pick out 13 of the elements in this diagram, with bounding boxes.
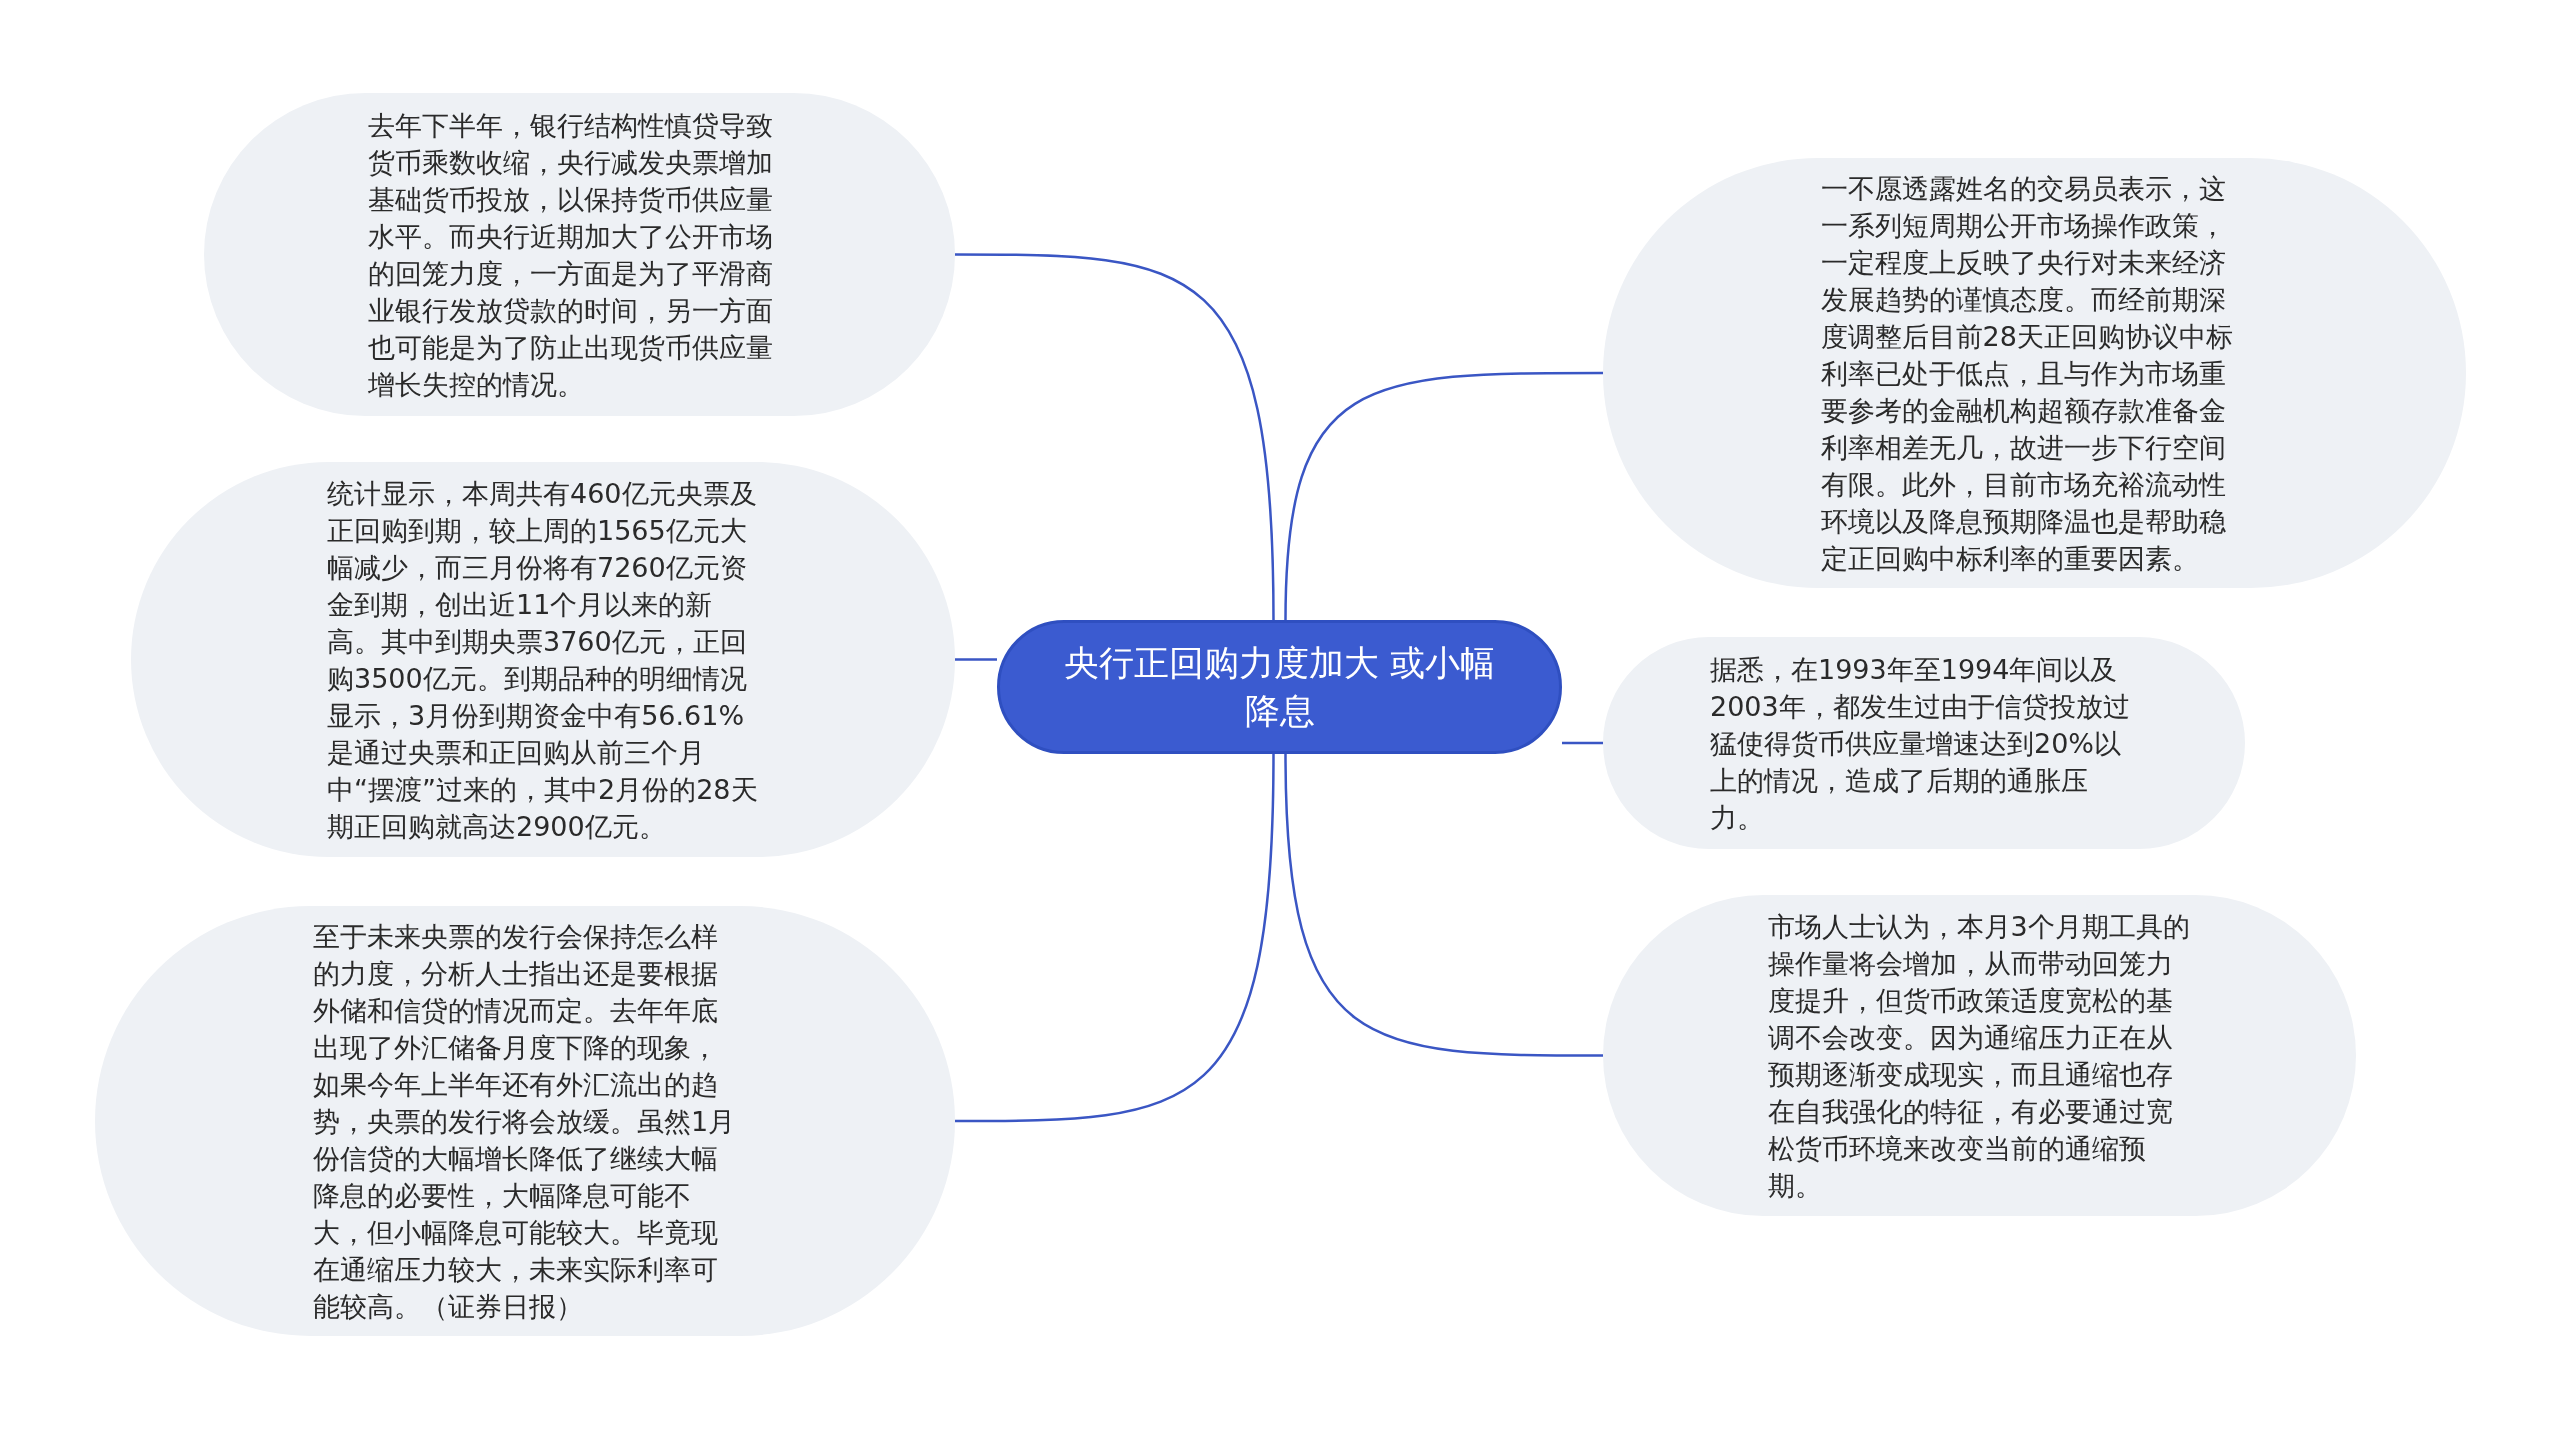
connector-line bbox=[1284, 371, 1603, 621]
topic-text: 一不愿透露姓名的交易员表示，这一系列短周期公开市场操作政策，一定程度上反映了央行对未来经济发展趋势的谨慎态度。而经前期深度调整后目前28天正回购协议中标利率已处于低点，且与作为市场重要参考的金融机构超额存款准备金利率相差无几，故进一步下行空间有限。此外，目前市场充裕流动性环境以及降息预期降温也是帮助稳定正回购中标利率的重要因素。 bbox=[1820, 171, 2234, 576]
topic-text: 去年下半年，银行结构性慎贷导致货币乘数收缩，央行减发央票增加基础货币投放，以保持货币供应量水平。而央行近期加大了公开市场的回笼力度，一方面是为了平滑商业银行发放贷款的时间，另一方面也可能是为了防止出现货币供应量增长失控的情况。 bbox=[367, 108, 774, 402]
connector-line bbox=[955, 253, 1275, 621]
topic-text: 市场人士认为，本月3个月期工具的操作量将会增加，从而带动回笼力度提升，但货币政策适度宽松的基调不会改变。因为通缩压力正在从预期逐渐变成现实，而且通缩也存在自我强化的特征，有必要通过宽松货币环境来改变当前的通缩预期。 bbox=[1767, 909, 2191, 1203]
connector-line bbox=[1284, 753, 1603, 1057]
topic-text: 据悉，在1993年至1994年间以及2003年，都发生过由于信贷投放过猛使得货币供应量增速达到20%以上的情况，造成了后期的通胀压力。 bbox=[1710, 652, 2131, 835]
connector-line bbox=[955, 753, 1275, 1123]
topic-text: 至于未来央票的发行会保持怎么样的力度，分析人士指出还是要根据外储和信贷的情况而定。去年年底出现了外汇储备月度下降的现象，如果今年上半年还有外汇流出的趋势，央票的发行将会放缓。虽然1月份信贷的大幅增长降低了继续大幅降息的必要性，大幅降息可能不大，但小幅降息可能较大。毕竟现在通缩压力较大，未来实际利率可能较高。（证券日报） bbox=[313, 919, 737, 1324]
topic-text: 统计显示，本周共有460亿元央票及正回购到期，较上周的1565亿元大幅减少，而三月份将有7260亿元资金到期，创出近11个月以来的新高。其中到期央票3760亿元，正回购3500亿元。到期品种的明细情况显示，3月份到期资金中有56.61%是通过央票和正回购从前三个月中“摆渡”过来的，其中2月份的28天期正回购就高达2900亿元。 bbox=[327, 476, 759, 844]
connector-line bbox=[1562, 741, 1603, 745]
central-topic-text: 央行正回购力度加大 或小幅降息 bbox=[1062, 642, 1497, 733]
connector-line bbox=[955, 658, 997, 661]
